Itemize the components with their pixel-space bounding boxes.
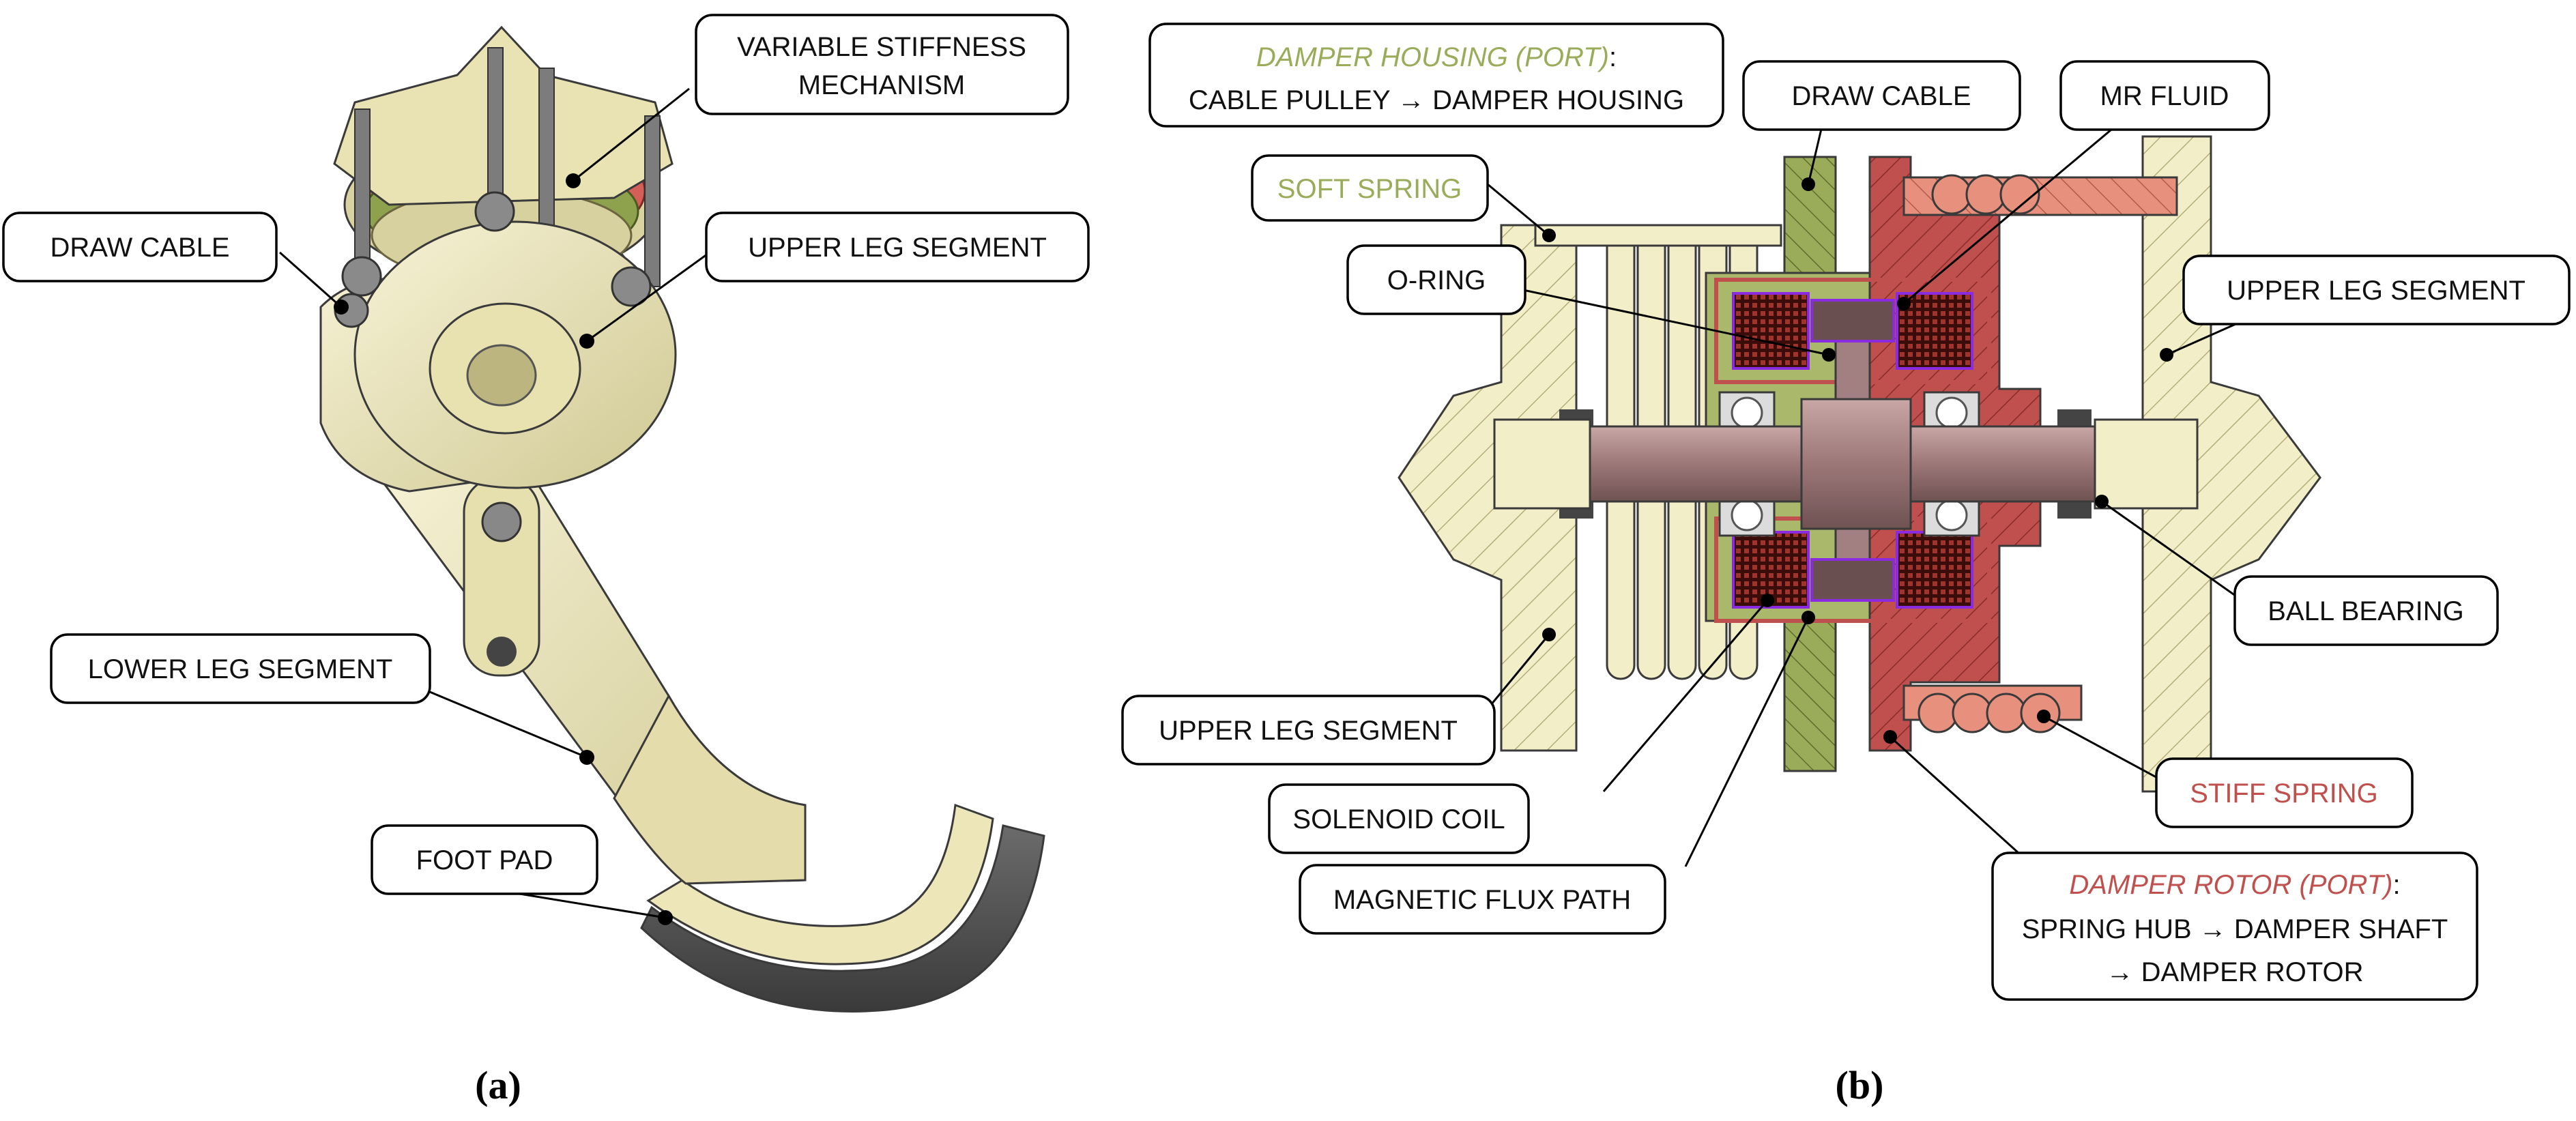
- callout-o-ring: O-RING: [1346, 244, 1526, 315]
- callout-upper-leg-left: UPPER LEG SEGMENT: [1121, 695, 1496, 766]
- dot-draw-cable-b: [1801, 177, 1815, 191]
- coil-bottom-right: [1896, 531, 1973, 609]
- leader-mr-fluid: [1903, 125, 2116, 305]
- leader-solenoid-coil: [1602, 600, 1769, 792]
- dot-damper-rotor: [1883, 730, 1897, 744]
- label-lower-leg: LOWER LEG SEGMENT: [88, 654, 393, 684]
- label-soft-spring: SOFT SPRING: [1277, 174, 1462, 204]
- dot-foot-pad: [658, 910, 673, 925]
- stiff-spring-top: [1902, 174, 2178, 216]
- link-arm-bolt-top: [481, 501, 522, 542]
- rod-3: [644, 115, 661, 287]
- leader-draw-cable-a: [279, 251, 342, 308]
- pin-left: [1493, 418, 1591, 510]
- label-magnetic-flux-path: MAGNETIC FLUX PATH: [1333, 885, 1631, 915]
- label-damper-rotor-colon: :: [2392, 870, 2400, 900]
- dot-ball-bearing: [2095, 495, 2109, 508]
- dot-o-ring: [1822, 348, 1836, 362]
- callout-mr-fluid: MR FLUID: [2059, 60, 2270, 131]
- label-upper-leg-a: UPPER LEG SEGMENT: [748, 233, 1047, 263]
- callout-draw-cable-b: DRAW CABLE: [1742, 60, 2021, 131]
- label-mr-fluid: MR FLUID: [2100, 81, 2229, 111]
- callout-damper-rotor: DAMPER ROTOR (PORT): SPRING HUB → DAMPER…: [1991, 851, 2478, 1001]
- foot-connector: [613, 693, 807, 885]
- leader-stiff-spring: [2043, 715, 2171, 786]
- leader-flux-path: [1684, 617, 1810, 867]
- callout-foot-pad: FOOT PAD: [371, 824, 598, 895]
- label-upper-leg-right: UPPER LEG SEGMENT: [2227, 276, 2526, 306]
- caption-b: (b): [1836, 1063, 1884, 1107]
- leader-soft-spring: [1487, 183, 1550, 237]
- dot-solenoid-coil: [1761, 594, 1774, 607]
- callout-variable-stiffness: VARIABLE STIFFNESS MECHANISM: [695, 14, 1069, 115]
- soft-spring-arm: [1534, 224, 1782, 247]
- label-variable-stiffness-2: MECHANISM: [798, 70, 965, 100]
- callout-magnetic-flux-path: MAGNETIC FLUX PATH: [1299, 864, 1666, 935]
- callout-draw-cable-a: DRAW CABLE: [2, 212, 278, 282]
- dot-mr-fluid: [1897, 297, 1911, 310]
- label-variable-stiffness-1: VARIABLE STIFFNESS: [737, 32, 1026, 62]
- pin-right: [2094, 418, 2199, 510]
- leader-o-ring: [1490, 282, 1829, 356]
- coil-top-left: [1732, 292, 1810, 370]
- label-draw-cable-a: DRAW CABLE: [50, 233, 229, 263]
- rod-4: [538, 68, 555, 239]
- dot-stiff-spring: [2037, 710, 2051, 723]
- leader-upper-leg-left: [1483, 634, 1550, 714]
- leader-lower-leg: [422, 688, 588, 759]
- label-draw-cable-b: DRAW CABLE: [1791, 81, 1971, 111]
- shaft-collar: [1800, 398, 1912, 530]
- foot-pad-cradle: [646, 803, 994, 965]
- callout-lower-leg: LOWER LEG SEGMENT: [50, 633, 431, 704]
- callout-damper-housing: DAMPER HOUSING (PORT): CABLE PULLEY → DA…: [1148, 23, 1724, 128]
- label-damper-rotor-line3: → DAMPER ROTOR: [2106, 957, 2363, 987]
- label-foot-pad: FOOT PAD: [416, 845, 553, 875]
- label-damper-housing-title: DAMPER HOUSING (PORT): [1256, 42, 1609, 72]
- label-upper-leg-left: UPPER LEG SEGMENT: [1159, 716, 1458, 746]
- label-stiff-spring: STIFF SPRING: [2190, 778, 2378, 809]
- label-ball-bearing: BALL BEARING: [2268, 596, 2464, 626]
- svg-text:DAMPER HOUSING (PORT):: DAMPER HOUSING (PORT):: [1256, 42, 1617, 72]
- disc-nut-3: [611, 266, 652, 307]
- label-damper-housing-colon: :: [1609, 42, 1617, 72]
- leader-variable-stiffness: [573, 87, 690, 182]
- dot-flux-path: [1801, 611, 1815, 624]
- dot-soft-spring: [1542, 229, 1556, 242]
- label-o-ring: O-RING: [1387, 265, 1486, 295]
- leader-damper-rotor: [1889, 736, 2035, 868]
- callout-upper-leg-a: UPPER LEG SEGMENT: [705, 212, 1090, 282]
- label-damper-rotor-line2: SPRING HUB → DAMPER SHAFT: [2022, 914, 2448, 944]
- leader-ball-bearing: [2101, 500, 2253, 609]
- dot-upper-leg-a: [579, 334, 594, 349]
- label-damper-housing-line2: CABLE PULLEY → DAMPER HOUSING: [1189, 85, 1684, 115]
- disc-nut-2: [474, 191, 515, 232]
- callout-soft-spring: SOFT SPRING: [1251, 154, 1489, 222]
- disc-bore: [466, 344, 537, 407]
- callout-upper-leg-right: UPPER LEG SEGMENT: [2182, 254, 2571, 325]
- dot-upper-leg-right: [2160, 348, 2173, 362]
- panel-b: DAMPER HOUSING (PORT): CABLE PULLEY → DA…: [1121, 23, 2571, 1107]
- o-ring-top: [1810, 299, 1895, 343]
- callout-ball-bearing: BALL BEARING: [2233, 575, 2499, 646]
- stiff-spring-bottom: [1902, 684, 2083, 733]
- leader-draw-cable-b: [1807, 126, 1823, 185]
- foot-pad-shape: [640, 824, 1045, 1013]
- link-arm-pivot: [487, 637, 517, 667]
- dot-variable-stiffness: [566, 173, 581, 188]
- leader-upper-leg-a: [586, 251, 710, 343]
- dot-lower-leg: [579, 750, 594, 765]
- dot-draw-cable-a: [334, 300, 349, 315]
- disc-nut-1: [341, 256, 382, 297]
- panel-a: VARIABLE STIFFNESS MECHANISM DRAW CABLE …: [2, 14, 1090, 1107]
- rod-1: [354, 108, 371, 280]
- label-solenoid-coil: SOLENOID COIL: [1292, 804, 1505, 834]
- label-damper-rotor-title: DAMPER ROTOR (PORT): [2069, 870, 2392, 900]
- dot-upper-leg-left: [1542, 628, 1556, 641]
- callout-solenoid-coil: SOLENOID COIL: [1268, 783, 1530, 854]
- svg-text:DAMPER ROTOR (PORT):: DAMPER ROTOR (PORT):: [2069, 870, 2400, 900]
- callout-stiff-spring: STIFF SPRING: [2155, 757, 2414, 828]
- o-ring-bottom: [1810, 558, 1895, 602]
- caption-a: (a): [475, 1063, 521, 1107]
